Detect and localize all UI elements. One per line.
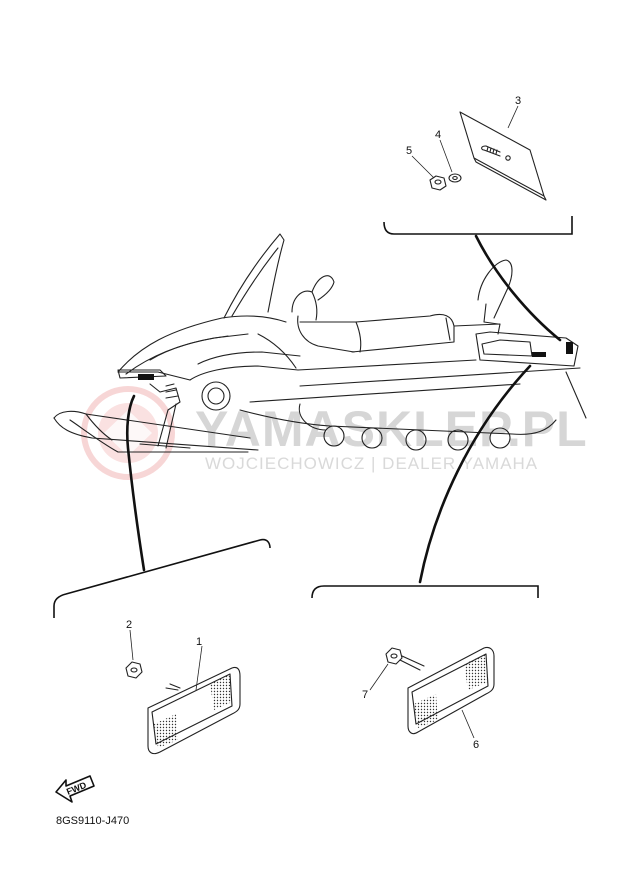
callout-4: 4 [435, 129, 441, 141]
group-brackets [53, 216, 573, 618]
callout-6: 6 [473, 739, 479, 751]
front-reflector-detail [125, 629, 241, 755]
front-reflector-body [147, 666, 241, 755]
side-reflector-detail [369, 646, 495, 739]
pointer-rear-side-reflector [418, 364, 532, 584]
callout-7: 7 [362, 689, 368, 701]
side-reflector-mark-rear [532, 352, 546, 357]
watermark-tagline: WOJCIECHOWICZ | DEALER YAMAHA [205, 454, 538, 473]
front-nut [125, 661, 143, 679]
callout-1: 1 [196, 636, 202, 648]
callout-5: 5 [406, 145, 412, 157]
pointer-lines [125, 234, 562, 584]
diagram-code: 8GS9110-J470 [56, 815, 129, 827]
bracket-rear-group [383, 216, 573, 235]
washer [448, 173, 462, 183]
rear-reflector-mark [566, 342, 573, 354]
callout-2: 2 [126, 619, 132, 631]
side-reflector-pattern-b [464, 654, 488, 690]
front-reflector-pattern-b [210, 674, 232, 710]
side-reflector-mark-front [138, 374, 154, 380]
rear-nut [429, 175, 447, 191]
fwd-label: FWD [65, 780, 88, 797]
side-reflector-body [407, 646, 495, 735]
bracket-side-group [311, 585, 539, 599]
fwd-arrow-icon: FWD [55, 775, 95, 803]
side-nut [385, 647, 403, 665]
callouts: 1 2 3 4 5 6 7 [126, 95, 521, 751]
pointer-rear-reflector [474, 234, 562, 342]
front-reflector-pattern-a [154, 714, 178, 748]
callout-3: 3 [515, 95, 521, 107]
pointer-front-reflector [125, 394, 146, 572]
snowmobile-outline [53, 233, 587, 453]
bracket-front-group [53, 538, 271, 618]
side-reflector-pattern-a [414, 694, 438, 728]
rear-reflector-detail [411, 105, 547, 201]
rear-reflector-plate [459, 111, 545, 197]
watermark: YAMASKLEP.PL WOJCIECHOWICZ | DEALER YAMA… [81, 386, 587, 480]
